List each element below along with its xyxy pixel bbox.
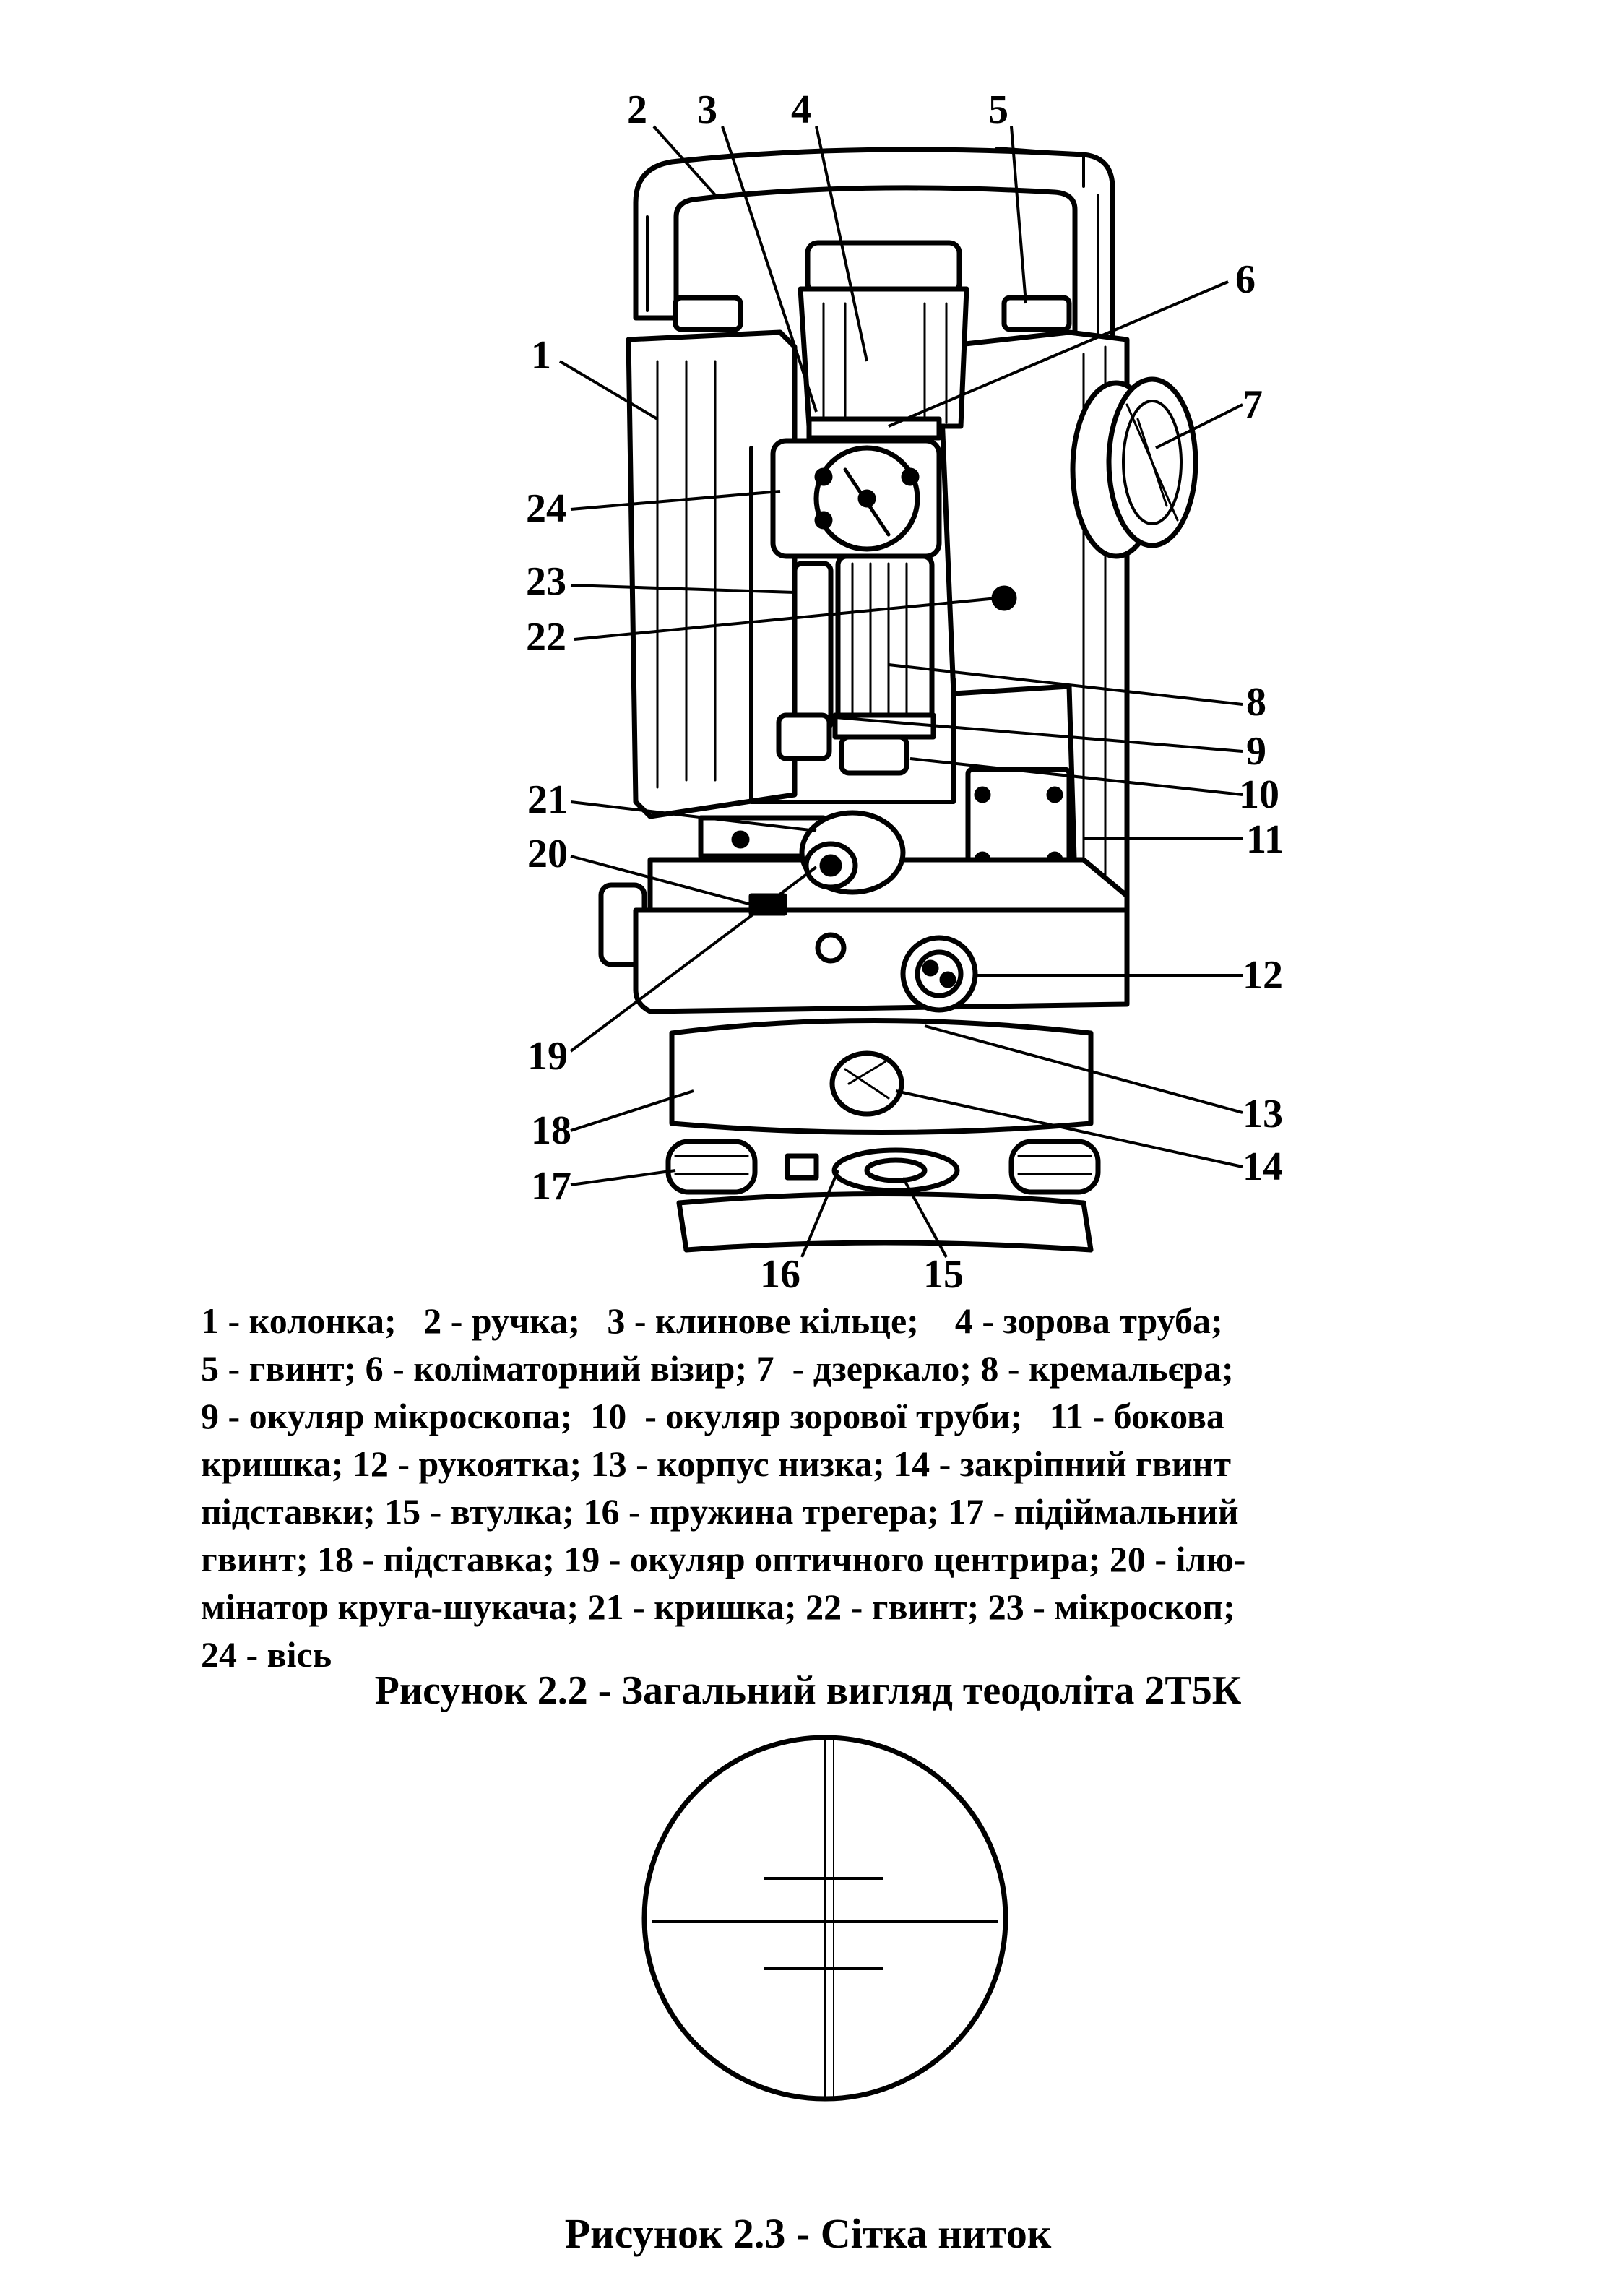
theodolite-drawing (598, 147, 1198, 1253)
callout-16: 16 (760, 1252, 800, 1297)
callout-numbers: 2 3 4 5 6 7 1 24 23 22 8 9 10 11 21 20 1… (526, 87, 1284, 1297)
callout-11: 11 (1246, 817, 1284, 862)
legend-line: 9 - окуляр мікроскопа; 10 - окуляр зоров… (201, 1396, 1224, 1436)
mirror (1070, 376, 1198, 559)
leveling-screws (665, 1139, 1101, 1195)
callout-10: 10 (1239, 772, 1279, 817)
legend-line: 1 - колонка; 2 - ручка; 3 - клинове кіль… (201, 1300, 1223, 1341)
leader-lines (558, 125, 1243, 1258)
legend-line: гвинт; 18 - підставка; 19 - окуляр оптич… (201, 1539, 1246, 1579)
nut (785, 1153, 819, 1181)
callout-13: 13 (1243, 1092, 1283, 1136)
legend-line: 24 - вісь (201, 1634, 332, 1675)
handle-screws (673, 295, 1072, 332)
figure-legend: 1 - колонка; 2 - ручка; 3 - клинове кіль… (201, 1297, 1559, 1678)
bushing (831, 1147, 960, 1194)
callout-2: 2 (627, 87, 647, 132)
callout-6: 6 (1235, 257, 1256, 302)
callout-21: 21 (527, 777, 568, 822)
screw-22 (991, 585, 1017, 611)
telescope (798, 240, 969, 441)
legend-line: кришка; 12 - рукоятка; 13 - корпус низка… (201, 1443, 1232, 1484)
callout-22: 22 (526, 615, 566, 660)
legend-line: 5 - гвинт; 6 - коліматорний візир; 7 - д… (201, 1348, 1234, 1389)
figure-2-3-caption: Рисунок 2.3 - Сітка ниток (564, 2210, 1052, 2257)
callout-17: 17 (531, 1164, 571, 1209)
callout-23: 23 (526, 559, 566, 604)
callout-4: 4 (791, 87, 811, 132)
focusing-barrel (832, 553, 936, 776)
callout-24: 24 (526, 486, 566, 531)
callout-7: 7 (1243, 382, 1263, 427)
callout-12: 12 (1243, 953, 1283, 998)
callout-19: 19 (527, 1034, 568, 1079)
left-column (626, 329, 798, 819)
legend-line: підставки; 15 - втулка; 16 - пружина тре… (201, 1491, 1239, 1532)
callout-9: 9 (1246, 729, 1266, 774)
callout-18: 18 (531, 1108, 571, 1153)
callout-3: 3 (697, 87, 717, 132)
callout-14: 14 (1243, 1144, 1283, 1189)
legend-line: мінатор круга-шукача; 21 - кришка; 22 - … (201, 1587, 1235, 1627)
figure-2-2-caption: Рисунок 2.2 - Загальний вигляд теодоліта… (374, 1668, 1242, 1713)
base-plate (676, 1191, 1094, 1253)
callout-8: 8 (1246, 680, 1266, 725)
handle-12 (900, 935, 978, 1013)
reticle-diagram (641, 1735, 1008, 2102)
lower-body (633, 907, 1130, 1014)
callout-5: 5 (988, 87, 1008, 132)
axis-hub (770, 438, 942, 559)
callout-1: 1 (531, 333, 551, 378)
microscope (776, 561, 834, 761)
callout-20: 20 (527, 832, 568, 876)
optical-plummet-eyepiece (799, 810, 906, 895)
callout-15: 15 (923, 1252, 964, 1297)
inner-frame (749, 446, 956, 804)
